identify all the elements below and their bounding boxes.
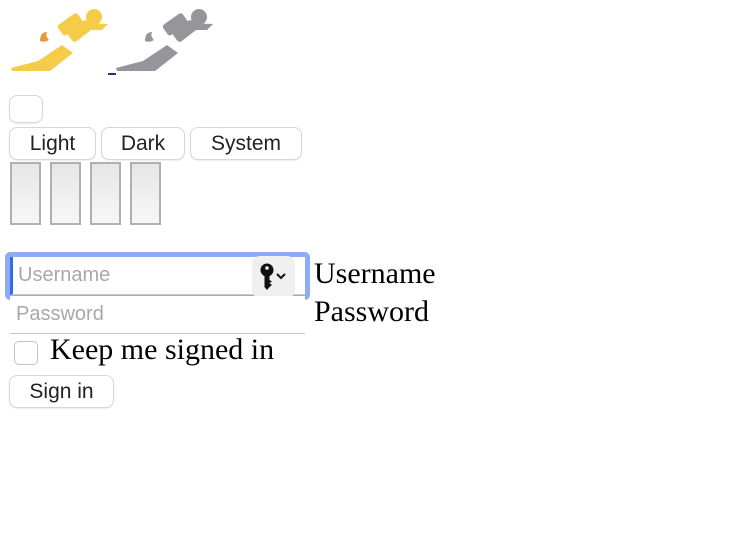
- empty-button[interactable]: [10, 96, 42, 122]
- password-input[interactable]: [10, 296, 305, 334]
- keep-signed-in-label: Keep me signed in: [50, 333, 275, 366]
- swatch-1[interactable]: [10, 162, 41, 225]
- swatch-4[interactable]: [130, 162, 161, 225]
- logo-link-underline[interactable]: [108, 73, 116, 75]
- password-manager-button[interactable]: [252, 256, 295, 298]
- key-icon: [260, 263, 286, 290]
- system-theme-button[interactable]: System: [191, 128, 301, 159]
- dark-theme-button[interactable]: Dark: [102, 128, 184, 159]
- keep-signed-in-checkbox[interactable]: [14, 341, 38, 365]
- password-label: Password: [314, 295, 430, 328]
- username-label: Username: [314, 257, 436, 290]
- logo-color: [11, 9, 108, 71]
- light-theme-button[interactable]: Light: [10, 128, 95, 159]
- sign-in-button[interactable]: Sign in: [10, 376, 113, 407]
- swatch-2[interactable]: [50, 162, 81, 225]
- swatch-3[interactable]: [90, 162, 121, 225]
- logo-gray: [116, 9, 213, 71]
